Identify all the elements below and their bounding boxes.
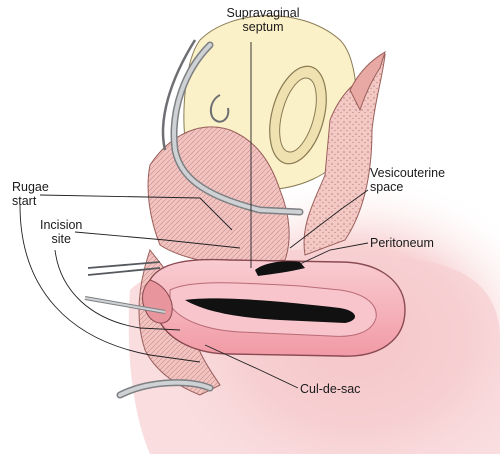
label-rugae-start: Rugae start [12, 180, 49, 208]
tenaculum-upper-a [87, 261, 161, 269]
label-incision-site: Incision site [40, 218, 82, 246]
label-peritoneum: Peritoneum [370, 236, 434, 250]
leader-peritoneum [299, 242, 369, 265]
label-incision-line2: site [51, 232, 71, 246]
uterine-cavity [185, 298, 356, 323]
leader-culdesac [204, 344, 299, 389]
label-rugae-line2: start [12, 194, 37, 208]
label-vesicouterine-space: Vesicouterine space [370, 166, 445, 194]
tissue-tip [349, 50, 386, 112]
label-supravaginal-line2: septum [242, 20, 284, 34]
outer-contour-line [161, 39, 197, 151]
label-vesicouterine-line1: Vesicouterine [370, 166, 446, 180]
leader-vesicouterine [289, 189, 369, 249]
label-vesicouterine-line2: space [370, 180, 404, 194]
label-supravaginal-line1: Supravaginal [226, 6, 300, 20]
vesicouterine-slit [255, 261, 305, 276]
leader-incision-2 [54, 249, 181, 331]
bladder-inner-ring [279, 77, 317, 153]
leader-lines [19, 42, 369, 389]
leader-rugae-1 [39, 194, 233, 231]
label-cul-de-sac: Cul-de-sac [300, 382, 361, 396]
leader-incision-1 [74, 231, 241, 249]
tenaculum-upper-b [87, 267, 161, 276]
leader-rugae-2 [19, 204, 201, 363]
label-supravaginal-septum: Supravaginal septum [226, 6, 300, 34]
label-rugae-line1: Rugae [12, 180, 49, 194]
label-incision-line1: Incision [40, 218, 83, 232]
hook-detail [209, 94, 230, 123]
